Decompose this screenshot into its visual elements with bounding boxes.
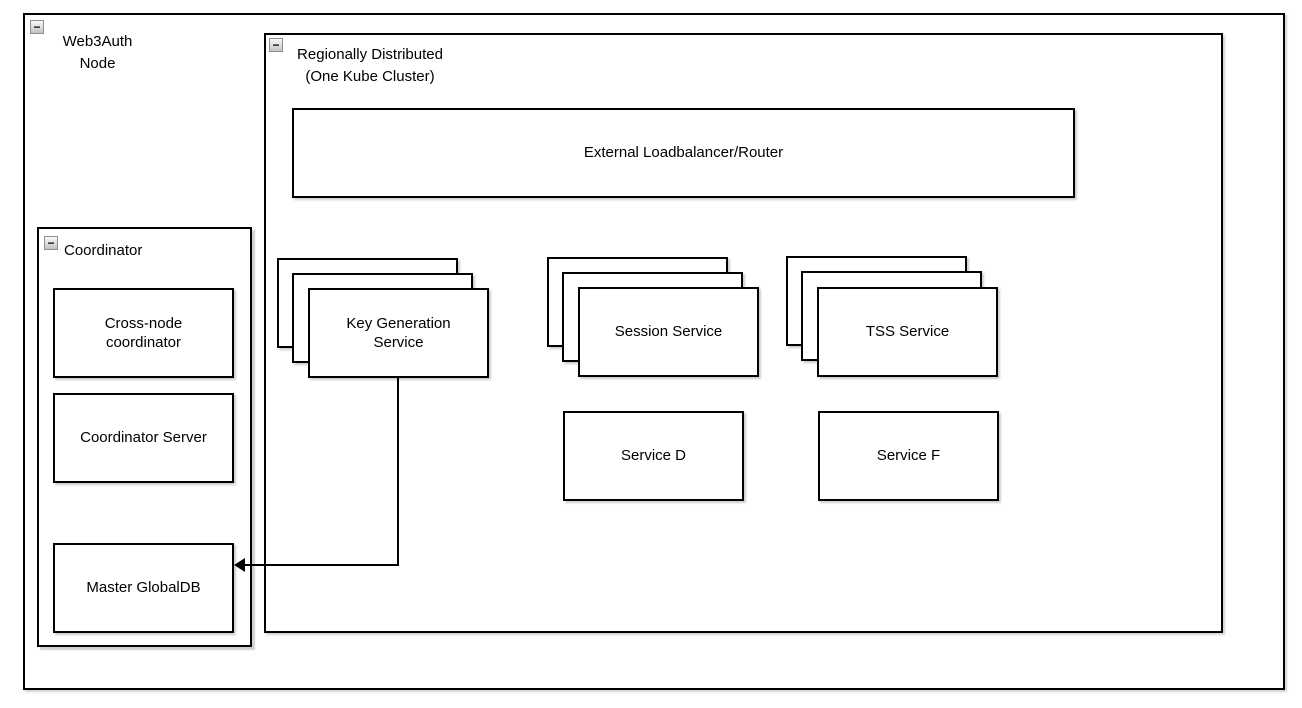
- node-service-f[interactable]: Service F: [818, 411, 999, 501]
- container-label-coordinator: Coordinator: [64, 242, 143, 259]
- connector-segment-horizontal: [244, 564, 399, 566]
- node-coordinator-server[interactable]: Coordinator Server: [53, 393, 234, 483]
- container-label-web3auth-node: Web3Auth Node: [62, 33, 133, 72]
- node-key-generation-service[interactable]: Key Generation Service: [308, 288, 489, 378]
- arrowhead-left-icon: [234, 558, 245, 572]
- node-cross-node-coordinator[interactable]: Cross-node coordinator: [53, 288, 234, 378]
- node-service-d[interactable]: Service D: [563, 411, 744, 501]
- connector-segment-vertical: [397, 378, 399, 566]
- container-label-regional-cluster: Regionally Distributed (One Kube Cluster…: [297, 46, 443, 85]
- node-session-service[interactable]: Session Service: [578, 287, 759, 377]
- node-tss-service[interactable]: TSS Service: [817, 287, 998, 377]
- collapse-minus-icon[interactable]: −: [30, 20, 44, 34]
- node-external-loadbalancer[interactable]: External Loadbalancer/Router: [292, 108, 1075, 198]
- collapse-minus-icon[interactable]: −: [44, 236, 58, 250]
- node-master-globaldb[interactable]: Master GlobalDB: [53, 543, 234, 633]
- collapse-minus-icon[interactable]: −: [269, 38, 283, 52]
